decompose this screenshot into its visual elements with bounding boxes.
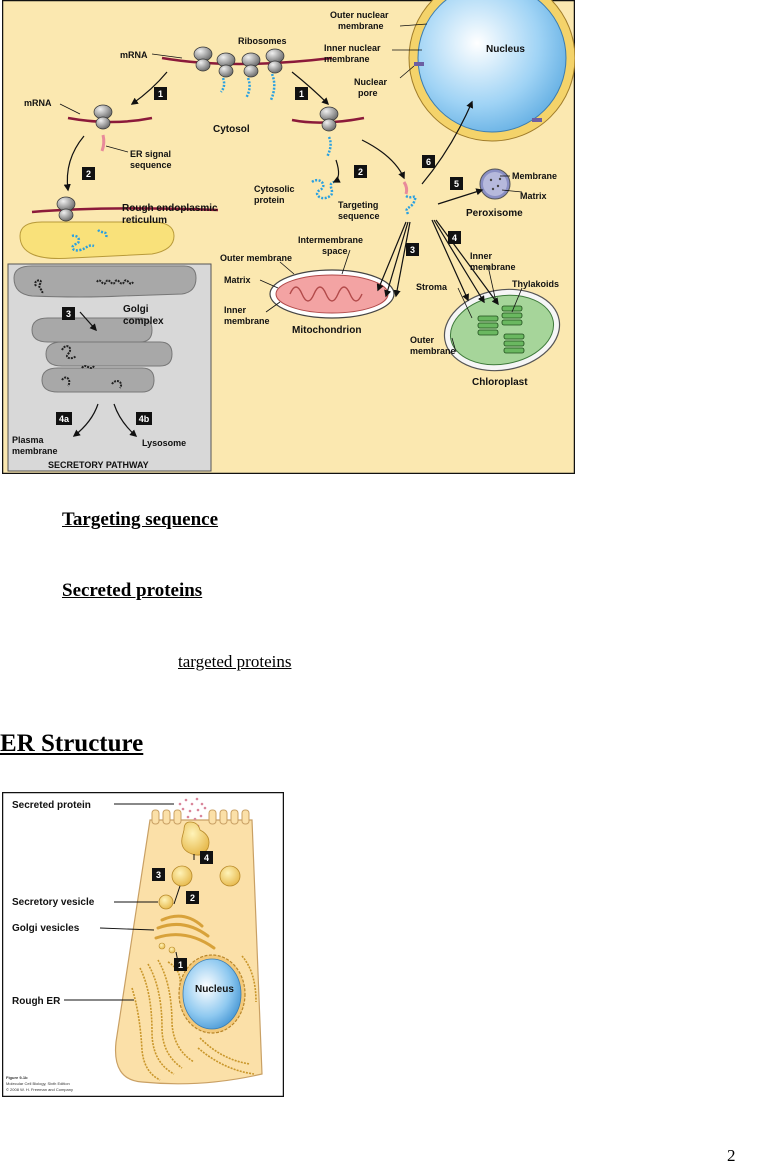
mitochondrion bbox=[269, 269, 395, 319]
label-rough-er-2: reticulum bbox=[122, 215, 167, 226]
label-secreted-protein: Secreted protein bbox=[12, 800, 91, 811]
microvilli bbox=[151, 809, 250, 825]
label-nucleus: Nucleus bbox=[486, 44, 525, 55]
label-rough-er-1: Rough endoplasmic bbox=[122, 203, 218, 214]
step-3a: 3 bbox=[66, 309, 71, 319]
secreted-protein-cloud bbox=[178, 797, 207, 828]
label-cytosol: Cytosol bbox=[213, 124, 250, 135]
secretory-vesicle-large bbox=[171, 865, 193, 887]
step-4: 4 bbox=[452, 233, 457, 243]
credit-line-2: Molecular Cell Biology, Sixth Edition bbox=[6, 1081, 70, 1086]
label-inner-membrane-mito-1: Inner bbox=[224, 305, 247, 315]
nucleus bbox=[408, 0, 575, 142]
golgi-complex bbox=[31, 317, 173, 393]
peroxisome bbox=[479, 168, 511, 200]
label-golgi-complex-1: Golgi bbox=[123, 304, 149, 315]
credit-line-3: © 2008 W. H. Freeman and Company bbox=[6, 1087, 73, 1092]
label-nucleus-2: Nucleus bbox=[195, 984, 234, 995]
label-nuclear-pore-1: Nuclear bbox=[354, 77, 388, 87]
mrna-strand-top bbox=[161, 56, 333, 66]
label-matrix-mito: Matrix bbox=[224, 275, 251, 285]
label-outer-nuclear-membrane-2: membrane bbox=[338, 21, 384, 31]
label-outer-membrane-mito: Outer membrane bbox=[220, 253, 292, 263]
step-3b: 3 bbox=[410, 245, 415, 255]
label-matrix-perox: Matrix bbox=[520, 191, 547, 201]
label-inner-membrane-chloro-1: Inner bbox=[470, 251, 493, 261]
label-mitochondrion: Mitochondrion bbox=[292, 325, 361, 336]
label-outer-membrane-chloro-1: Outer bbox=[410, 335, 435, 345]
er-step-1: 1 bbox=[178, 960, 183, 970]
label-inner-membrane-chloro-2: membrane bbox=[470, 262, 516, 272]
er-step-4: 4 bbox=[204, 853, 209, 863]
label-plasma-membrane-2: membrane bbox=[12, 446, 58, 456]
figure2-labels: Secreted protein Secretory vesicle Golgi… bbox=[6, 800, 95, 1092]
label-peroxisome: Peroxisome bbox=[466, 208, 523, 219]
mrna-strand-left bbox=[67, 116, 153, 124]
pathway-arrows bbox=[63, 71, 499, 437]
label-rough-er-2: Rough ER bbox=[12, 996, 61, 1007]
step-markers: 1 1 2 2 3 3 4 4a 4b 5 6 bbox=[56, 87, 463, 425]
heading-er-structure: ER Structure bbox=[0, 730, 144, 757]
label-secretory-vesicle: Secretory vesicle bbox=[12, 897, 95, 908]
secretory-vesicle-small bbox=[158, 894, 174, 910]
label-plasma-membrane-1: Plasma bbox=[12, 435, 45, 445]
label-ribosomes: Ribosomes bbox=[238, 36, 287, 46]
text-targeted-proteins: targeted proteins bbox=[178, 652, 292, 671]
step-1b: 1 bbox=[299, 89, 304, 99]
label-cytosolic-protein-2: protein bbox=[254, 195, 285, 205]
secretory-vesicle-right bbox=[219, 865, 241, 887]
label-lysosome: Lysosome bbox=[142, 438, 186, 448]
golgi-vesicles bbox=[154, 914, 216, 950]
protein-sorting-figure: 1 1 2 2 3 3 4 4a 4b 5 6 Outer nuclear me… bbox=[2, 0, 575, 474]
label-membrane: Membrane bbox=[512, 171, 557, 181]
chloroplast bbox=[443, 288, 561, 372]
label-mrna-top: mRNA bbox=[120, 50, 148, 60]
step-2a: 2 bbox=[86, 169, 91, 179]
label-stroma: Stroma bbox=[416, 282, 448, 292]
ribosome-left bbox=[93, 104, 113, 130]
step-1a: 1 bbox=[158, 89, 163, 99]
label-targeting-sequence-2: sequence bbox=[338, 211, 380, 221]
step-markers-2: 1 2 3 4 bbox=[152, 851, 213, 971]
heading-targeting-sequence: Targeting sequence bbox=[62, 509, 219, 530]
step-4a: 4a bbox=[59, 414, 70, 424]
label-outer-nuclear-membrane-1: Outer nuclear bbox=[330, 10, 389, 20]
label-inner-nuclear-membrane-1: Inner nuclear bbox=[324, 43, 381, 53]
rough-er-shape bbox=[19, 221, 175, 260]
label-thylakoids: Thylakoids bbox=[512, 279, 559, 289]
label-mrna-left: mRNA bbox=[24, 98, 52, 108]
leader-lines-2 bbox=[64, 803, 174, 1001]
label-targeting-sequence-1: Targeting bbox=[338, 200, 378, 210]
label-er-signal-sequence-1: ER signal bbox=[130, 149, 171, 159]
step-6: 6 bbox=[426, 157, 431, 167]
figure1-labels: Outer nuclear membrane Inner nuclear mem… bbox=[12, 10, 559, 470]
label-outer-membrane-chloro-2: membrane bbox=[410, 346, 456, 356]
step-5: 5 bbox=[454, 179, 459, 189]
label-intermembrane-2: space bbox=[322, 246, 348, 256]
label-golgi-vesicles: Golgi vesicles bbox=[12, 923, 80, 934]
er-step-3: 3 bbox=[156, 870, 161, 880]
er-step-2: 2 bbox=[190, 893, 195, 903]
cytosolic-protein-coil bbox=[311, 178, 335, 200]
label-inner-nuclear-membrane-2: membrane bbox=[324, 54, 370, 64]
ribosome-right bbox=[319, 106, 339, 132]
credit-line-1: Figure 9-1b bbox=[6, 1075, 28, 1080]
label-cytosolic-protein-1: Cytosolic bbox=[254, 184, 295, 194]
step-4b: 4b bbox=[139, 414, 150, 424]
ribosomes-cluster bbox=[193, 46, 285, 101]
heading-secreted-proteins: Secreted proteins bbox=[62, 580, 203, 601]
er-structure-figure: Nucleus 1 2 3 4 Secreted protein Secreto… bbox=[2, 792, 284, 1097]
label-er-signal-sequence-2: sequence bbox=[130, 160, 172, 170]
leader-lines bbox=[59, 23, 523, 353]
label-golgi-complex-2: complex bbox=[123, 316, 164, 327]
er-signal-peptide bbox=[100, 134, 106, 152]
label-inner-membrane-mito-2: membrane bbox=[224, 316, 270, 326]
label-chloroplast: Chloroplast bbox=[472, 377, 528, 388]
label-secretory-pathway: SECRETORY PATHWAY bbox=[48, 460, 149, 470]
nucleus-2 bbox=[182, 958, 242, 1030]
page-number: 2 bbox=[727, 1146, 736, 1165]
step-2b: 2 bbox=[358, 167, 363, 177]
label-nuclear-pore-2: pore bbox=[358, 88, 378, 98]
label-intermembrane-1: Intermembrane bbox=[298, 235, 363, 245]
